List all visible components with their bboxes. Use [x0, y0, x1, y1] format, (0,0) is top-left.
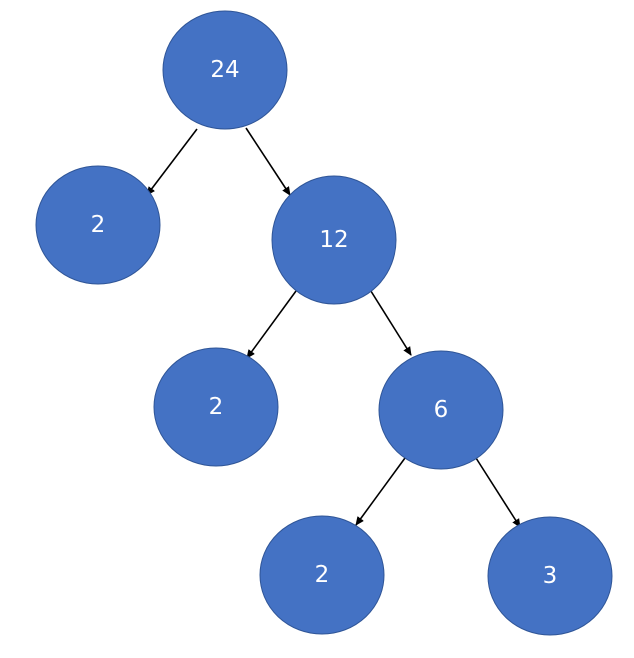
- tree-node-n6: 6: [378, 350, 504, 470]
- edge-arrow-n24-to-n12: [245, 127, 291, 196]
- node-label: 2: [91, 212, 106, 238]
- tree-node-n2c: 2: [259, 515, 385, 635]
- node-label: 24: [210, 57, 239, 83]
- nodes-layer: 24 2 12 2 6 2 3: [35, 10, 613, 636]
- node-circle: [378, 350, 504, 470]
- node-circle: [162, 10, 288, 130]
- node-label: 3: [543, 563, 558, 589]
- edge-arrow-n6-to-n3: [475, 457, 521, 528]
- edges-layer: [146, 127, 521, 528]
- edge-arrow-n6-to-n2c: [355, 457, 406, 526]
- tree-node-n2a: 2: [35, 165, 161, 285]
- node-label: 12: [319, 227, 348, 253]
- node-circle: [487, 516, 613, 636]
- edge-arrow-n12-to-n6: [368, 287, 412, 356]
- node-label: 2: [315, 562, 330, 588]
- node-circle: [271, 175, 397, 305]
- edge-arrow-n24-to-n2a: [146, 128, 198, 196]
- node-circle: [35, 165, 161, 285]
- tree-node-n24: 24: [162, 10, 288, 130]
- node-label: 2: [209, 394, 224, 420]
- tree-node-n2b: 2: [153, 347, 279, 467]
- tree-node-n3: 3: [487, 516, 613, 636]
- tree-node-n12: 12: [271, 175, 397, 305]
- node-label: 6: [434, 397, 449, 423]
- node-circle: [153, 347, 279, 467]
- node-circle: [259, 515, 385, 635]
- edge-arrow-n12-to-n2b: [246, 290, 297, 359]
